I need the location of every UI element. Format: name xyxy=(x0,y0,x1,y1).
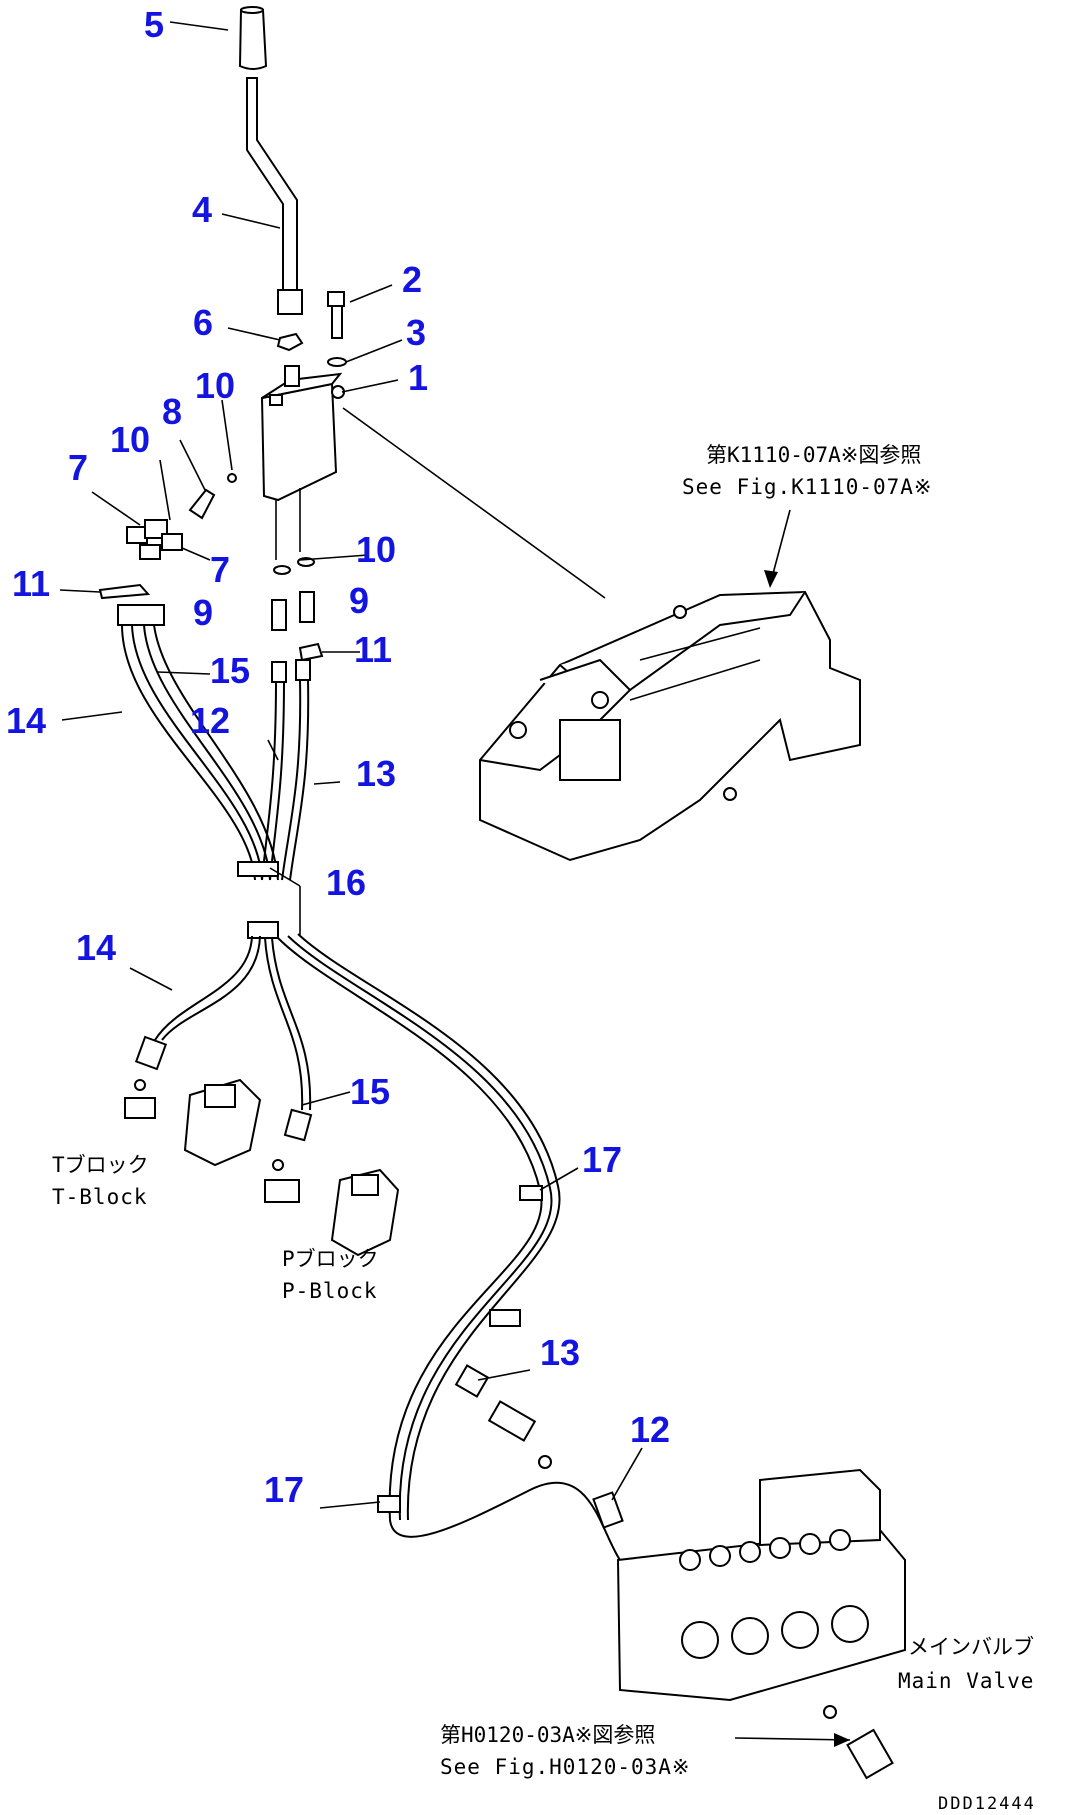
callout-15: 15 xyxy=(210,650,250,691)
p-block xyxy=(264,1159,400,1257)
callout-4: 4 xyxy=(192,189,212,230)
console-frame xyxy=(479,590,861,862)
callout-10: 10 xyxy=(356,529,396,570)
callout-2: 2 xyxy=(402,259,422,300)
hose-ends-lower xyxy=(134,1035,543,1513)
valve-ref-en: See Fig.H0120-03A※ xyxy=(440,1755,691,1779)
callout-16: 16 xyxy=(326,862,366,903)
callout-12: 12 xyxy=(190,700,230,741)
callout-8: 8 xyxy=(162,391,182,432)
hose-clamp xyxy=(237,861,279,939)
callout-1: 1 xyxy=(408,357,428,398)
callout-12: 12 xyxy=(630,1409,670,1450)
main-valve xyxy=(616,1468,906,1780)
callout-7: 7 xyxy=(68,447,88,488)
nipples xyxy=(271,591,315,631)
callout-5: 5 xyxy=(144,4,164,45)
reference-labels: 第K1110-07A※図参照 See Fig.K1110-07A※ Tブロック … xyxy=(52,443,1036,1814)
plugs xyxy=(98,583,324,662)
callout-14: 14 xyxy=(6,700,46,741)
t-block-en: T-Block xyxy=(52,1185,148,1209)
callout-11: 11 xyxy=(354,629,392,670)
lever-knob xyxy=(238,6,268,70)
t-block-jp: Tブロック xyxy=(52,1153,149,1177)
callout-13: 13 xyxy=(540,1332,580,1373)
nut xyxy=(276,332,304,352)
callout-10: 10 xyxy=(195,365,235,406)
leader-lines xyxy=(59,21,851,1747)
valve-ref-jp: 第H0120-03A※図参照 xyxy=(440,1723,655,1747)
callout-6: 6 xyxy=(193,302,213,343)
lower-hoses xyxy=(154,933,621,1561)
callout-15: 15 xyxy=(350,1071,390,1112)
elbow-fittings xyxy=(126,519,183,560)
swivel-fittings xyxy=(454,1364,624,1529)
callout-3: 3 xyxy=(406,312,426,353)
callout-17: 17 xyxy=(582,1139,622,1180)
callout-17: 17 xyxy=(264,1469,304,1510)
washer xyxy=(327,357,347,367)
frame-ref-en: See Fig.K1110-07A※ xyxy=(682,475,933,499)
callout-numbers: 5 4 2 6 3 1 10 8 10 7 7 10 11 9 9 11 15 … xyxy=(6,4,670,1510)
drawing-code: DDD12444 xyxy=(938,1794,1036,1814)
connector xyxy=(188,473,237,520)
control-lever xyxy=(246,77,303,315)
callout-14: 14 xyxy=(76,927,116,968)
callout-9: 9 xyxy=(193,592,213,633)
frame-ref-jp: 第K1110-07A※図参照 xyxy=(706,443,921,467)
main-valve-jp: メインバルブ xyxy=(908,1635,1034,1659)
callout-11: 11 xyxy=(12,563,50,604)
callout-10: 10 xyxy=(110,419,150,460)
p-block-jp: Pブロック xyxy=(282,1247,379,1271)
callout-7: 7 xyxy=(210,549,230,590)
callout-13: 13 xyxy=(356,753,396,794)
hose-bundle xyxy=(117,604,311,881)
p-block-en: P-Block xyxy=(282,1279,378,1303)
main-valve-en: Main Valve xyxy=(898,1669,1034,1693)
callout-9: 9 xyxy=(349,580,369,621)
t-block xyxy=(124,1078,262,1167)
bolt xyxy=(327,291,345,339)
ppc-valve xyxy=(260,365,345,575)
